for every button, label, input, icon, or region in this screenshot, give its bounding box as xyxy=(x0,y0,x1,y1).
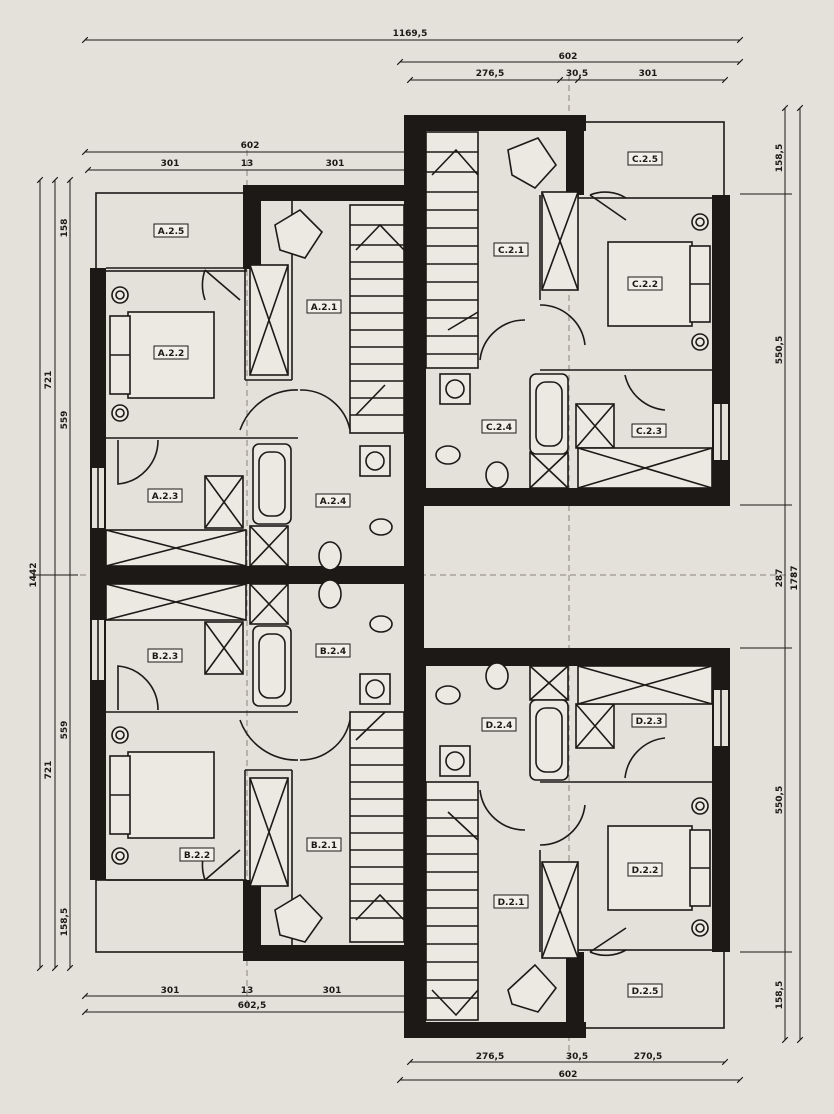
dim-left-mid-upper: 721 xyxy=(44,371,54,390)
dim-left-small-top: 158 xyxy=(60,219,70,238)
right-building xyxy=(404,115,730,1038)
svg-text:A.2.1: A.2.1 xyxy=(311,303,338,313)
svg-text:C.2.3: C.2.3 xyxy=(636,427,662,437)
room-label-c22: C.2.2 xyxy=(627,276,663,291)
dim-right-upper: 550,5 xyxy=(775,336,785,364)
svg-text:C.2.4: C.2.4 xyxy=(486,423,512,433)
dim-left-outer: 1442 xyxy=(29,562,39,587)
dim-right-top: 158,5 xyxy=(775,144,785,172)
dim-right-outer: 1787 xyxy=(790,565,800,590)
room-label-c23: C.2.3 xyxy=(631,423,667,438)
dim-bottom-left-c: 301 xyxy=(323,986,342,996)
dim-left-mid-lower: 721 xyxy=(44,761,54,780)
dimension-labels: 1169,5 602 276,5 30,5 301 602 301 13 301… xyxy=(29,29,800,1080)
dim-left-top-a: 301 xyxy=(161,159,180,169)
dim-top-total: 1169,5 xyxy=(393,29,428,39)
room-label-b22: B.2.2 xyxy=(179,847,215,862)
dim-top-right-total: 602 xyxy=(559,52,578,62)
dim-left-top-b: 13 xyxy=(241,159,254,169)
room-label-b23: B.2.3 xyxy=(147,648,183,663)
svg-text:C.2.2: C.2.2 xyxy=(632,280,658,290)
left-building xyxy=(90,185,424,961)
room-label-b21: B.2.1 xyxy=(306,837,342,852)
svg-text:D.2.5: D.2.5 xyxy=(632,987,659,997)
dim-bottom-left-a: 301 xyxy=(161,986,180,996)
room-label-d22: D.2.2 xyxy=(627,862,663,877)
room-label-d21: D.2.1 xyxy=(493,894,529,909)
room-label-c24: C.2.4 xyxy=(481,419,517,434)
dim-bottom-right-total: 602 xyxy=(559,1070,578,1080)
svg-text:A.2.5: A.2.5 xyxy=(158,227,185,237)
room-label-d25: D.2.5 xyxy=(627,983,663,998)
room-label-c21: C.2.1 xyxy=(493,242,529,257)
svg-text:A.2.3: A.2.3 xyxy=(152,492,179,502)
dimension-lines xyxy=(33,36,804,1084)
dim-left-top-c: 301 xyxy=(326,159,345,169)
room-label-a23: A.2.3 xyxy=(147,488,183,503)
svg-text:D.2.3: D.2.3 xyxy=(636,717,663,727)
dim-top-right-a: 276,5 xyxy=(476,69,504,79)
svg-text:C.2.5: C.2.5 xyxy=(632,155,658,165)
dim-top-right-b: 30,5 xyxy=(566,69,588,79)
svg-text:D.2.2: D.2.2 xyxy=(632,866,659,876)
dim-right-lower: 550,5 xyxy=(775,786,785,814)
dim-bottom-right-a: 276,5 xyxy=(476,1052,504,1062)
room-label-a22: A.2.2 xyxy=(153,345,189,360)
svg-text:D.2.1: D.2.1 xyxy=(498,898,525,908)
svg-text:A.2.4: A.2.4 xyxy=(320,497,347,507)
svg-text:A.2.2: A.2.2 xyxy=(158,349,185,359)
room-labels: A.2.5 A.2.1 A.2.2 A.2.3 A.2.4 B.2.3 B.2.… xyxy=(147,151,667,998)
dim-bottom-left-b: 13 xyxy=(241,986,254,996)
room-label-c25: C.2.5 xyxy=(627,151,663,166)
dim-left-top-total: 602 xyxy=(241,141,260,151)
svg-text:B.2.2: B.2.2 xyxy=(184,851,210,861)
dim-bottom-right-b: 30,5 xyxy=(566,1052,588,1062)
svg-text:C.2.1: C.2.1 xyxy=(498,246,524,256)
dim-bottom-right-c: 270,5 xyxy=(634,1052,662,1062)
room-label-a24: A.2.4 xyxy=(315,493,351,508)
room-label-b24: B.2.4 xyxy=(315,643,351,658)
dim-right-mid: 287 xyxy=(775,569,785,588)
dim-left-inner-upper: 559 xyxy=(60,411,70,430)
dim-left-small-bottom: 158,5 xyxy=(60,908,70,936)
svg-text:B.2.4: B.2.4 xyxy=(320,647,346,657)
dim-bottom-left-total: 602,5 xyxy=(238,1001,266,1011)
room-label-a25: A.2.5 xyxy=(153,223,189,238)
svg-text:B.2.1: B.2.1 xyxy=(311,841,337,851)
room-label-d23: D.2.3 xyxy=(631,713,667,728)
svg-text:D.2.4: D.2.4 xyxy=(486,721,513,731)
svg-text:B.2.3: B.2.3 xyxy=(152,652,178,662)
room-label-a21: A.2.1 xyxy=(306,299,342,314)
dim-top-right-c: 301 xyxy=(639,69,658,79)
room-label-d24: D.2.4 xyxy=(481,717,517,732)
dim-right-bottom: 158,5 xyxy=(775,981,785,1009)
dim-left-inner-lower: 559 xyxy=(60,721,70,740)
